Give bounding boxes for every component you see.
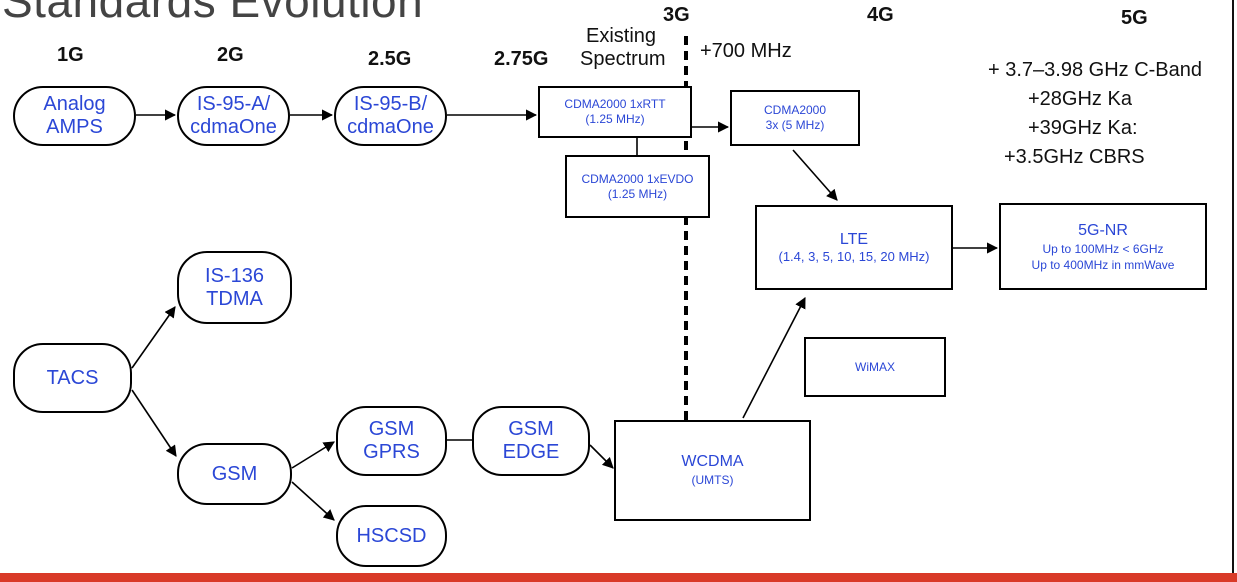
gen-label-4g: 4G — [867, 4, 894, 26]
node-cdma2000-1xevdo[interactable]: CDMA2000 1xEVDO(1.25 MHz) — [565, 155, 710, 218]
node-label: CDMA2000 1xRTT — [564, 97, 666, 111]
gen-label-3g: 3G — [663, 4, 690, 26]
arrow-edge-to-wcdma — [589, 444, 614, 469]
node-label: 3x (5 MHz) — [765, 118, 825, 132]
footer-accent-bar — [0, 573, 1237, 582]
node-label: GSM — [211, 462, 258, 485]
node-label: GSM — [508, 418, 554, 440]
node-label: (1.25 MHz) — [607, 186, 668, 201]
node-label: GSM — [368, 418, 415, 440]
node-hscsd[interactable]: HSCSD — [336, 505, 447, 567]
node-label: EDGE — [502, 441, 560, 463]
node-gsm[interactable]: GSM — [177, 443, 292, 505]
gen-label-2g: 2G — [217, 44, 244, 66]
node-label: cdmaOne — [190, 116, 277, 138]
node-label: TACS — [46, 366, 99, 389]
node-label: (1.25 MHz) — [585, 112, 645, 126]
node-label: WiMAX — [855, 359, 895, 374]
node-wcdma[interactable]: WCDMA (UMTS) — [614, 420, 811, 521]
node-label: cdmaOne — [347, 116, 434, 138]
node-label: AMPS — [46, 116, 103, 138]
existing-spectrum-line2: Spectrum — [580, 48, 666, 70]
node-label: CDMA2000 — [763, 103, 827, 117]
node-label: IS-95-B/ — [353, 93, 428, 115]
node-label: WCDMA — [681, 452, 744, 470]
spectrum-5g-item: +3.5GHz CBRS — [1004, 146, 1145, 168]
slide-right-border — [1232, 0, 1234, 573]
arrow-gsm-to-hscsd — [291, 481, 335, 521]
gen-label-1g: 1G — [57, 44, 84, 66]
arrow-tacs-to-is136 — [131, 306, 176, 369]
spectrum-5g-list: + 3.7–3.98 GHz C-Band +28GHz Ka +39GHz K… — [970, 56, 1237, 172]
node-cdma2000-1xrtt[interactable]: CDMA2000 1xRTT(1.25 MHz) — [538, 86, 692, 138]
node-label: HSCSD — [356, 524, 427, 547]
node-is95b-cdmaone[interactable]: IS-95-B/cdmaOne — [334, 86, 447, 146]
node-label: IS-95-A/ — [196, 93, 271, 115]
node-label: IS-136 — [205, 264, 264, 287]
node-label: GPRS — [363, 441, 420, 463]
arrow-wcdma-to-lte — [742, 297, 806, 419]
gen-label-5g: 5G — [1121, 7, 1148, 29]
plus-700-mhz-label: +700 MHz — [700, 40, 792, 62]
node-lte[interactable]: LTE(1.4, 3, 5, 10, 15, 20 MHz) — [755, 205, 953, 290]
arrow-tacs-to-gsm — [131, 389, 177, 457]
node-label: TDMA — [206, 287, 263, 310]
existing-spectrum-line1: Existing — [586, 25, 657, 47]
node-label: Up to 400MHz in mmWave — [1031, 257, 1175, 272]
node-label: (UMTS) — [691, 472, 734, 487]
spectrum-5g-item: +28GHz Ka — [1028, 88, 1132, 110]
gen-label-2-75g: 2.75G — [494, 48, 549, 70]
spectrum-5g-item: + 3.7–3.98 GHz C-Band — [988, 59, 1203, 81]
node-label: (1.4, 3, 5, 10, 15, 20 MHz) — [778, 248, 930, 264]
node-wimax[interactable]: WiMAX — [804, 337, 946, 397]
node-label: Up to 100MHz < 6GHz — [1042, 241, 1164, 256]
spectrum-5g-item: +39GHz Ka: — [1028, 117, 1138, 139]
gen-label-2-5g: 2.5G — [368, 48, 412, 70]
page-title: Standards Evolution — [2, 0, 424, 27]
node-label: Analog — [43, 93, 106, 115]
node-label: 5G-NR — [1078, 221, 1128, 239]
arrow-3x-to-lte — [792, 149, 838, 201]
node-is95a-cdmaone[interactable]: IS-95-A/cdmaOne — [177, 86, 290, 146]
node-label: CDMA2000 1xEVDO — [581, 171, 694, 186]
arrow-gsm-to-gprs — [291, 441, 335, 469]
node-tacs[interactable]: TACS — [13, 343, 132, 413]
node-label: LTE — [839, 230, 869, 248]
